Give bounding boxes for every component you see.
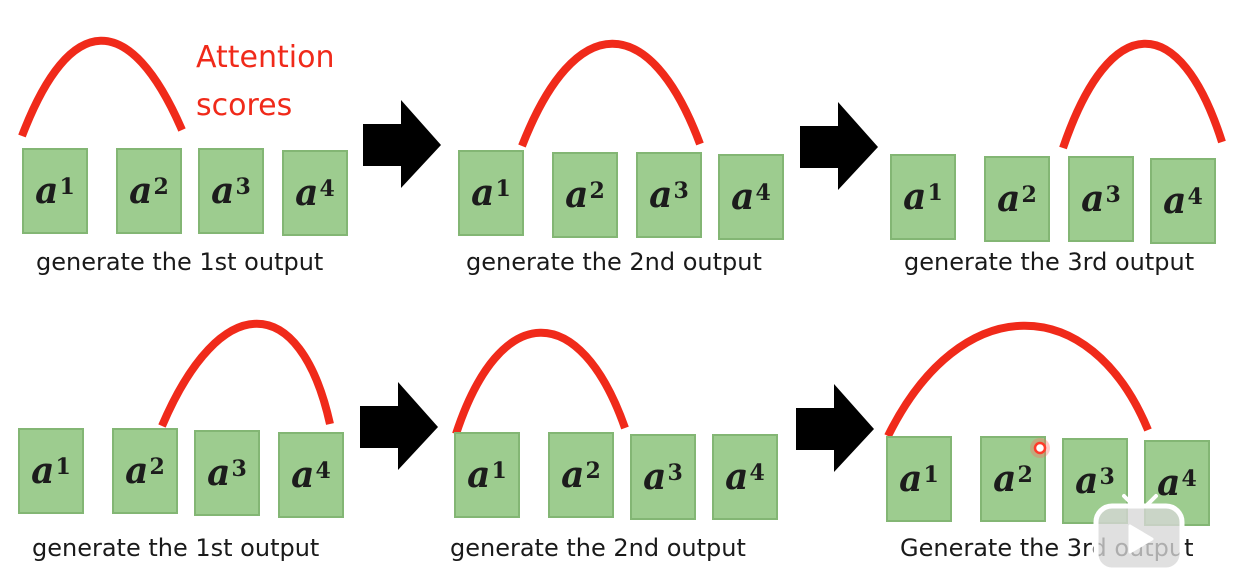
play-button-icon[interactable] (1090, 490, 1188, 576)
panel-caption: generate the 2nd output (466, 248, 762, 276)
token-base: a (295, 172, 319, 214)
arrow-right-icon (363, 100, 441, 188)
token-base: a (129, 170, 153, 212)
panel-caption: generate the 3rd output (904, 248, 1195, 276)
laser-pointer-dot (1030, 438, 1050, 458)
attention-curve-3 (1059, 39, 1226, 150)
token-sup: 4 (755, 180, 771, 206)
token-base: a (725, 456, 749, 498)
token-sup: 4 (1181, 466, 1197, 492)
token-base: a (903, 176, 927, 218)
token-sup: 3 (667, 460, 683, 486)
token-sup: 1 (495, 176, 511, 202)
panel-caption: generate the 2nd output (450, 534, 746, 562)
token-base: a (1163, 180, 1187, 222)
arrow-right-icon (360, 382, 438, 470)
token-sup: 2 (1017, 462, 1033, 488)
panel-caption: generate the 1st output (32, 534, 320, 562)
token-sup: 1 (55, 454, 71, 480)
attention-label-line1: Attention (196, 40, 335, 75)
token-sup: 3 (673, 178, 689, 204)
attention-curve-4 (158, 319, 334, 428)
token-sup: 3 (235, 174, 251, 200)
token-base: a (467, 454, 491, 496)
token-base: a (565, 174, 589, 216)
token-base: a (211, 170, 235, 212)
token-sup: 1 (59, 174, 75, 200)
token-base: a (649, 174, 673, 216)
token-sup: 3 (1099, 464, 1115, 490)
token-sup: 1 (491, 458, 507, 484)
attention-curve-2 (518, 39, 704, 148)
token-base: a (125, 450, 149, 492)
token-base: a (997, 178, 1021, 220)
arrow-right-icon (796, 384, 874, 472)
token-sup: 4 (749, 460, 765, 486)
token-base: a (899, 458, 923, 500)
token-base: a (1081, 178, 1105, 220)
token-sup: 4 (319, 176, 335, 202)
token-base: a (1157, 462, 1181, 504)
attention-scores-label: Attention scores (196, 34, 334, 130)
token-sup: 1 (923, 462, 939, 488)
token-sup: 1 (927, 180, 943, 206)
token-sup: 2 (1021, 182, 1037, 208)
token-base: a (993, 458, 1017, 500)
attention-curve-5 (452, 328, 629, 436)
token-sup: 2 (589, 178, 605, 204)
panel-caption: generate the 1st output (36, 248, 324, 276)
token-base: a (561, 454, 585, 496)
attention-curve-1 (18, 36, 186, 138)
token-sup: 2 (153, 174, 169, 200)
attention-curve-6 (884, 321, 1152, 438)
token-sup: 3 (231, 456, 247, 482)
token-sup: 3 (1105, 182, 1121, 208)
token-sup: 4 (1187, 184, 1203, 210)
token-sup: 4 (315, 458, 331, 484)
token-base: a (35, 170, 59, 212)
token-sup: 2 (149, 454, 165, 480)
token-base: a (1075, 460, 1099, 502)
arrow-right-icon (800, 102, 878, 190)
token-sup: 2 (585, 458, 601, 484)
token-base: a (291, 454, 315, 496)
attention-label-line2: scores (196, 88, 293, 123)
token-base: a (207, 452, 231, 494)
token-base: a (643, 456, 667, 498)
token-base: a (31, 450, 55, 492)
token-base: a (731, 176, 755, 218)
token-base: a (471, 172, 495, 214)
